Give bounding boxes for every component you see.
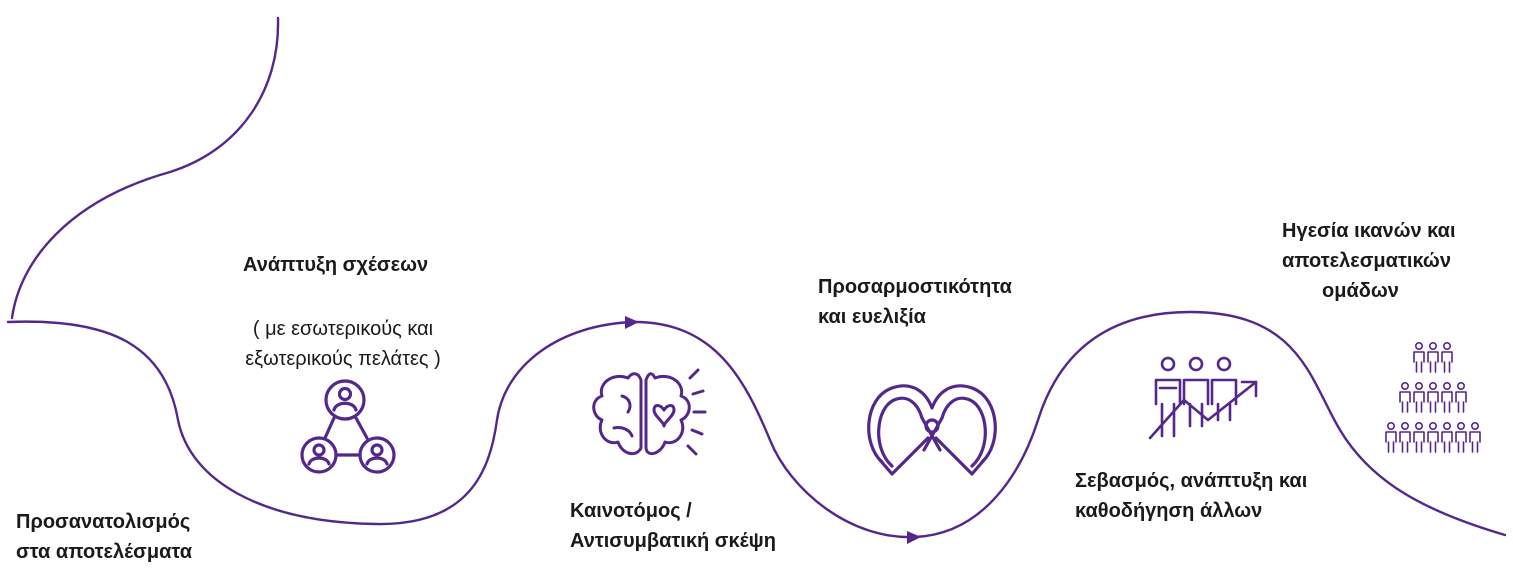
person-figure (1413, 421, 1425, 453)
people-growth-arrow-icon (1148, 356, 1258, 440)
person-figure (1413, 341, 1425, 373)
step-2-title: Ανάπτυξη σχέσεων (243, 250, 428, 280)
step-6-title-line-1: Ηγεσία ικανών και (1282, 220, 1456, 242)
step-5-title-line-2: καθοδήγηση άλλων (1075, 500, 1263, 522)
people-network-icon (300, 379, 396, 474)
person-figure (1455, 421, 1467, 453)
step-1-title-line-2: στα αποτελέσματα (16, 541, 193, 563)
person-figure (1399, 381, 1411, 413)
path-hook-segment (10, 16, 280, 320)
person-figure (1441, 341, 1453, 373)
step-4-title: Προσαρμοστικότητα και ευελιξία (818, 272, 1012, 332)
path-arrow-marker-2 (907, 531, 921, 544)
step-3-title-line-2: Αντισυμβατική σκέψη (570, 530, 776, 552)
path-wave-segment (6, 310, 1507, 539)
person-figure (1441, 421, 1453, 453)
step-2-subtitle: ( με εσωτερικούς και εξωτερικούς πελάτες… (218, 314, 468, 374)
person-figure (1399, 421, 1411, 453)
step-6-title-line-2: αποτελεσματικών (1282, 250, 1451, 272)
step-2-subtitle-line-2: εξωτερικούς πελάτες ) (245, 348, 441, 370)
pretzel-icon (867, 384, 997, 476)
step-3-title: Καινοτόμος / Αντισυμβατική σκέψη (570, 496, 776, 556)
step-3-title-line-1: Καινοτόμος / (570, 500, 692, 522)
person-figure (1455, 381, 1467, 413)
person-figure (1441, 381, 1453, 413)
brain-heart-icon (592, 368, 707, 456)
person-figure (1413, 381, 1425, 413)
step-4-title-line-1: Προσαρμοστικότητα (818, 276, 1012, 298)
step-4-title-line-2: και ευελιξία (818, 306, 926, 328)
step-1-title: Προσανατολισμός στα αποτελέσματα (16, 507, 192, 567)
step-6-title: Ηγεσία ικανών και αποτελεσματικών ομάδων (1282, 216, 1456, 306)
path-arrow-marker-1 (625, 316, 639, 329)
person-figure (1427, 341, 1439, 373)
step-1-title-line-1: Προσανατολισμός (16, 511, 191, 533)
person-figure (1385, 421, 1397, 453)
step-5-title-line-1: Σεβασμός, ανάπτυξη και (1075, 470, 1308, 492)
step-5-title: Σεβασμός, ανάπτυξη και καθοδήγηση άλλων (1075, 466, 1307, 526)
step-2-subtitle-line-1: ( με εσωτερικούς και (252, 318, 434, 340)
step-2-title-line-1: Ανάπτυξη σχέσεων (243, 254, 429, 276)
person-figure (1427, 421, 1439, 453)
person-figure (1427, 381, 1439, 413)
team-pyramid-icon (1385, 341, 1481, 453)
roadmap-path (6, 16, 1507, 544)
step-6-title-line-3: ομάδων (1322, 280, 1399, 302)
person-figure (1469, 421, 1481, 453)
